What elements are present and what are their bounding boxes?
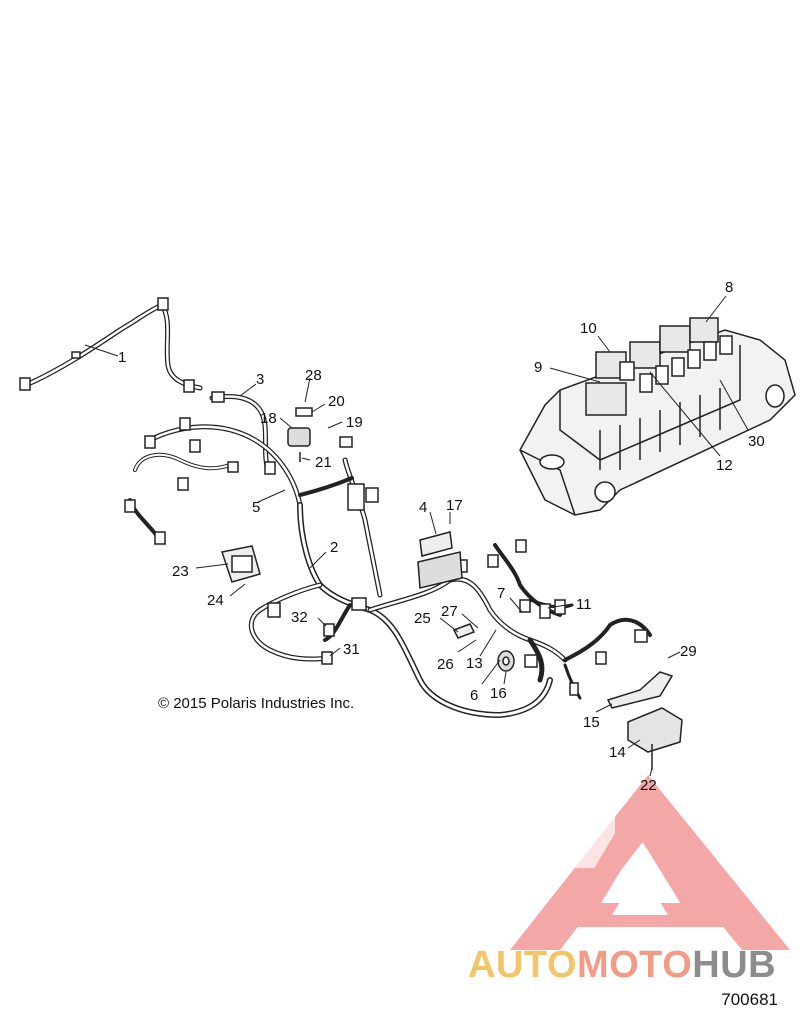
callout-22: 22 — [640, 777, 657, 794]
leader-lines — [84, 295, 749, 777]
callout-5: 5 — [252, 499, 260, 516]
callout-29: 29 — [680, 643, 697, 660]
callout-10: 10 — [580, 320, 597, 337]
callout-27: 27 — [441, 603, 458, 620]
copyright-text: © 2015 Polaris Industries Inc. — [158, 695, 355, 712]
callout-2: 2 — [330, 539, 338, 556]
fuse-relay-box — [519, 317, 796, 516]
callout-8: 8 — [725, 279, 733, 296]
relay-18 — [287, 407, 313, 462]
automotohub-logo-icon — [510, 775, 790, 950]
callout-1: 1 — [118, 349, 126, 366]
callout-3: 3 — [256, 371, 264, 388]
callout-18: 18 — [260, 410, 277, 427]
callout-31: 31 — [343, 641, 360, 658]
diagram-id: 700681 — [721, 990, 778, 1009]
callout-6: 6 — [470, 687, 478, 704]
brand-part-auto: AUTO — [468, 944, 577, 986]
callout-15: 15 — [583, 714, 600, 731]
callout-7: 7 — [497, 585, 505, 602]
bracket-15 — [606, 671, 674, 709]
callout-11: 11 — [576, 596, 592, 613]
callout-20: 20 — [328, 393, 345, 410]
callout-17: 17 — [446, 497, 463, 514]
automotohub-watermark: AUTOMOTOHUB — [468, 944, 776, 987]
callout-14: 14 — [609, 744, 626, 761]
callout-19: 19 — [346, 414, 363, 431]
callout-24: 24 — [207, 592, 224, 609]
callout-21: 21 — [315, 454, 332, 471]
callout-23: 23 — [172, 563, 189, 580]
callout-26: 26 — [437, 656, 454, 673]
callout-9: 9 — [534, 359, 542, 376]
callout-16: 16 — [490, 685, 507, 702]
grommet-16 — [497, 650, 515, 672]
callout-12: 12 — [716, 457, 733, 474]
ecu-module — [221, 545, 261, 583]
module-14 — [627, 707, 683, 770]
fuse-holder-4 — [417, 531, 463, 589]
main-harness — [23, 302, 652, 719]
callout-32: 32 — [291, 609, 308, 626]
callout-labels: 1 2 3 4 5 6 7 8 9 10 11 12 13 14 15 16 1… — [118, 279, 765, 794]
brand-part-hub: HUB — [692, 944, 777, 986]
callout-25: 25 — [414, 610, 431, 627]
callout-30: 30 — [748, 433, 765, 450]
callout-28: 28 — [305, 367, 322, 384]
callout-13: 13 — [466, 655, 483, 672]
bracket-25 — [452, 623, 476, 639]
callout-4: 4 — [419, 499, 427, 516]
brand-part-moto: MOTO — [576, 944, 693, 986]
